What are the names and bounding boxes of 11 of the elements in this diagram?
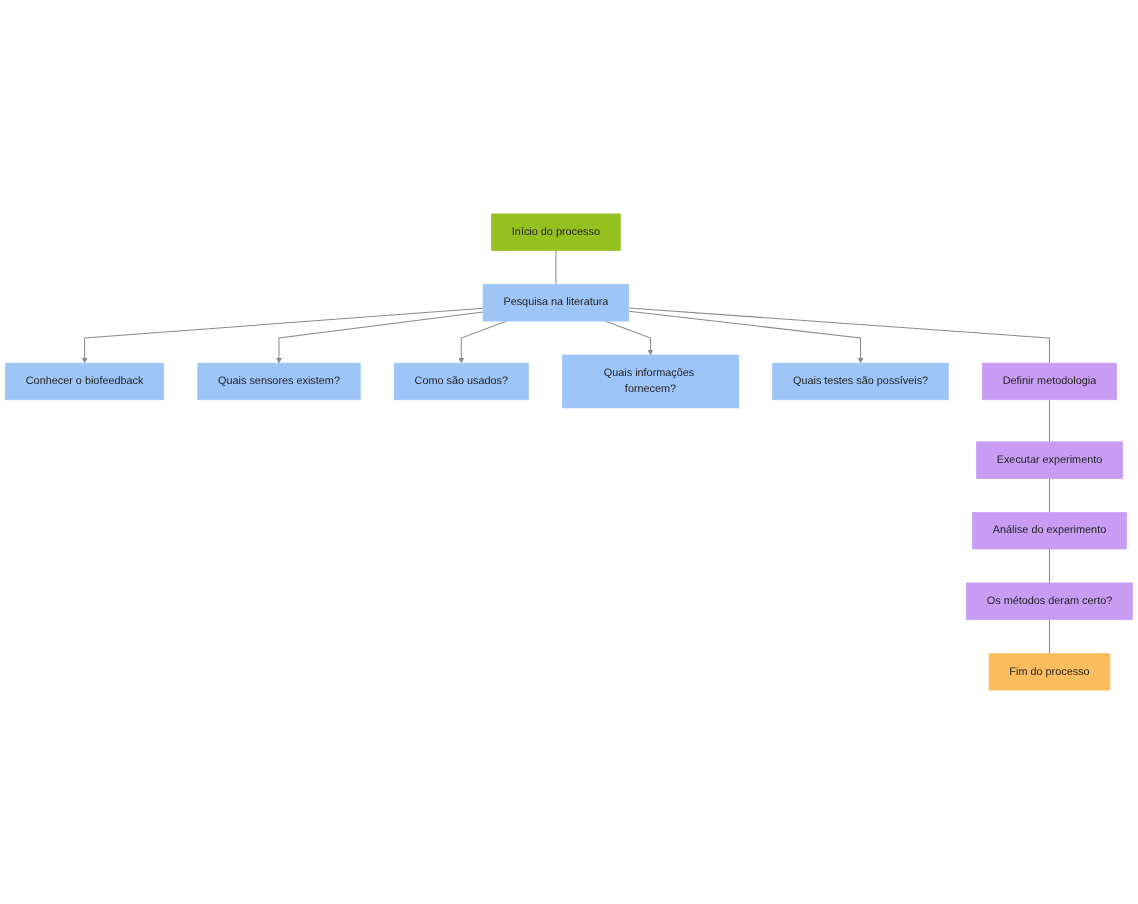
connector (1049, 399, 1050, 443)
arrow (81, 307, 484, 364)
arrow (604, 320, 654, 356)
connector (555, 250, 557, 285)
connector (1049, 477, 1050, 513)
arrow (628, 310, 864, 364)
arrow (276, 311, 484, 364)
arrow (458, 320, 508, 364)
connector (1049, 548, 1050, 584)
connector (628, 307, 1050, 364)
connector (1049, 619, 1050, 654)
